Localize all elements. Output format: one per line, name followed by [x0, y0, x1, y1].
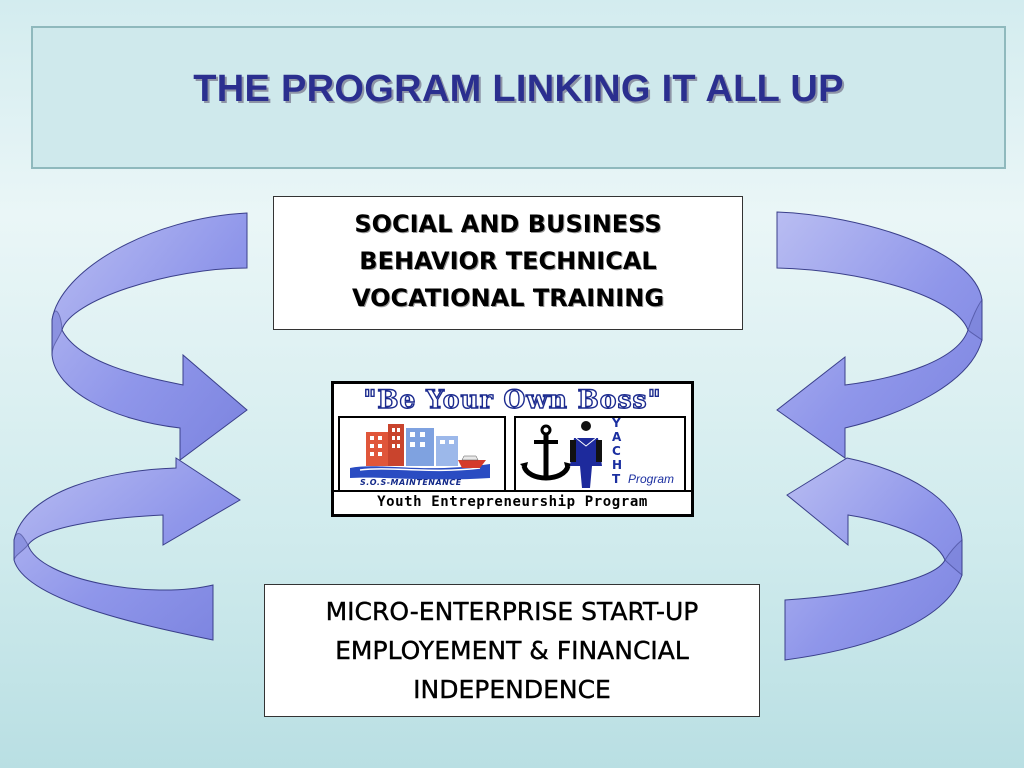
curved-arrow-left-top-icon [51, 212, 248, 461]
enterprise-line-1: MICRO-ENTERPRISE START-UP [325, 597, 699, 626]
program-logo: "Be Your Own Boss" [331, 381, 694, 517]
logo-footer: Youth Entrepreneurship Program [334, 490, 691, 514]
yacht-letter-y: Y [612, 416, 621, 430]
enterprise-box: MICRO-ENTERPRISE START-UP EMPLOYEMENT & … [264, 584, 760, 717]
panel-left-label: S.O.S-MAINTENANCE [360, 478, 462, 487]
training-line-1: SOCIAL AND BUSINESS [354, 209, 662, 238]
yacht-letter-a: A [612, 430, 622, 444]
yacht-letter-c: C [612, 444, 621, 458]
logo-slogan: "Be Your Own Boss" [363, 384, 662, 414]
curved-arrow-left-bottom-icon [13, 457, 241, 641]
enterprise-line-3: INDEPENDENCE [413, 675, 611, 704]
training-line-3: VOCATIONAL TRAINING [351, 283, 665, 312]
curved-arrow-right-top-icon [776, 211, 983, 459]
logo-right-panel: Y A C H T Program [514, 416, 686, 492]
anchor-sailor-icon [520, 421, 602, 488]
program-label: Program [628, 472, 675, 486]
page-title: THE PROGRAM LINKING IT ALL UP [193, 68, 844, 110]
yacht-letter-t: T [612, 472, 621, 486]
enterprise-line-2: EMPLOYEMENT & FINANCIAL [335, 636, 689, 665]
yacht-letter-h: H [612, 458, 623, 472]
training-line-2: BEHAVIOR TECHNICAL [359, 246, 657, 275]
curved-arrow-right-bottom-icon [784, 457, 963, 661]
logo-left-panel: S.O.S-MAINTENANCE [338, 416, 506, 492]
title-banner: THE PROGRAM LINKING IT ALL UP [31, 26, 1006, 169]
buildings-icon [350, 424, 490, 480]
training-box: SOCIAL AND BUSINESS BEHAVIOR TECHNICAL V… [273, 196, 743, 330]
